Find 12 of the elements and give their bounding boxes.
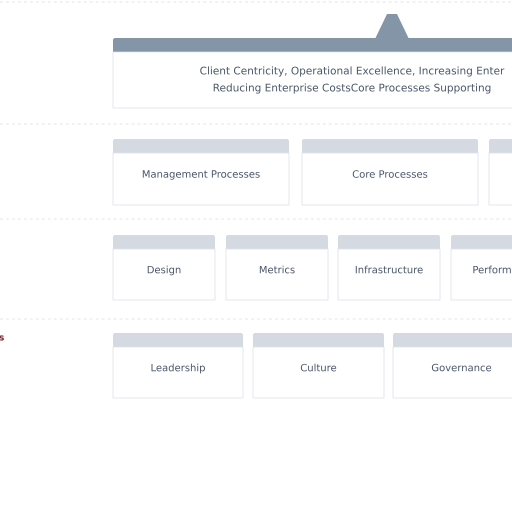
card-box: Perform: [450, 235, 512, 300]
banner-box: Client Centricity, Operational Excellence, Increasing Enter Reducing Enterprise CostsCore Processes Supporting: [112, 14, 512, 108]
card-box: Core Processes: [302, 139, 478, 206]
card-box: Governance: [392, 333, 512, 398]
card-box: Design: [112, 235, 216, 300]
node-label: Client Centricity, Operational Excellence, Increasing Enter Reducing Enterprise CostsCore Processes Supporting: [200, 66, 504, 94]
card-box: Metrics: [226, 235, 328, 300]
card-box: Management Processes: [112, 139, 290, 206]
card-box: Culture: [252, 333, 384, 398]
card-box: [488, 139, 512, 206]
card-box: Leadership: [112, 333, 244, 398]
card-box: Infrastructure: [338, 235, 440, 300]
